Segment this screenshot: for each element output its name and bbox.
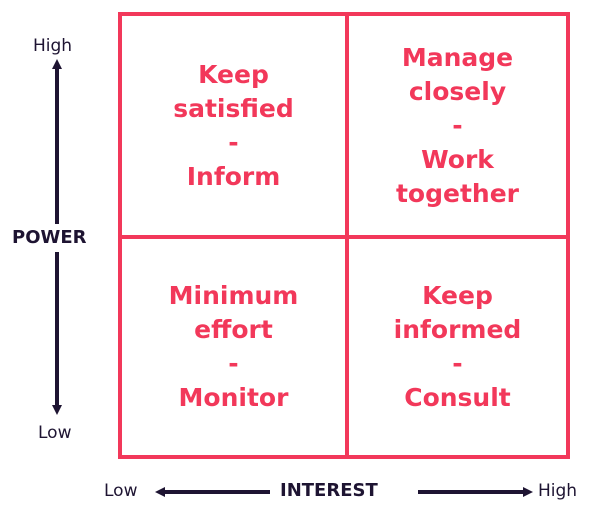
interest-high-label: High <box>538 481 578 501</box>
quadrant-text-line: Minimum <box>168 281 299 310</box>
quadrant-text-line: Keep <box>198 59 269 89</box>
quadrant-text-line: Keep <box>422 281 493 310</box>
quadrant-text-line: - <box>452 349 463 378</box>
quadrant-keep-informed: Keep informed - Consult <box>349 239 566 455</box>
power-interest-grid: Keep satisfied - Inform Manage closely -… <box>118 12 570 459</box>
power-low-label: Low <box>38 423 72 443</box>
power-axis-title: POWER <box>12 227 87 248</box>
quadrant-text-line: Inform <box>186 161 281 191</box>
quadrant-text-line: - <box>228 127 239 157</box>
quadrant-text-line: - <box>452 110 463 140</box>
quadrant-manage-closely: Manage closely - Work together <box>349 16 566 235</box>
quadrant-text-line: - <box>228 349 239 378</box>
quadrant-keep-satisfied: Keep satisfied - Inform <box>122 16 345 235</box>
quadrant-text-line: satisfied <box>173 93 294 123</box>
quadrant-text-line: effort <box>194 315 273 344</box>
interest-axis-title: INTEREST <box>280 480 378 501</box>
quadrant-minimum-effort: Minimum effort - Monitor <box>122 239 345 455</box>
quadrant-text-line: informed <box>393 315 522 344</box>
quadrant-text-line: Manage <box>401 42 514 72</box>
quadrant-text-line: Monitor <box>178 383 289 412</box>
grid-horizontal-divider <box>122 235 566 239</box>
power-high-label: High <box>33 36 73 56</box>
quadrant-text-line: together <box>395 178 519 208</box>
quadrant-text-line: Work <box>421 144 494 174</box>
quadrant-text-line: Consult <box>404 383 511 412</box>
quadrant-text-line: closely <box>408 76 507 106</box>
interest-low-label: Low <box>104 481 138 501</box>
